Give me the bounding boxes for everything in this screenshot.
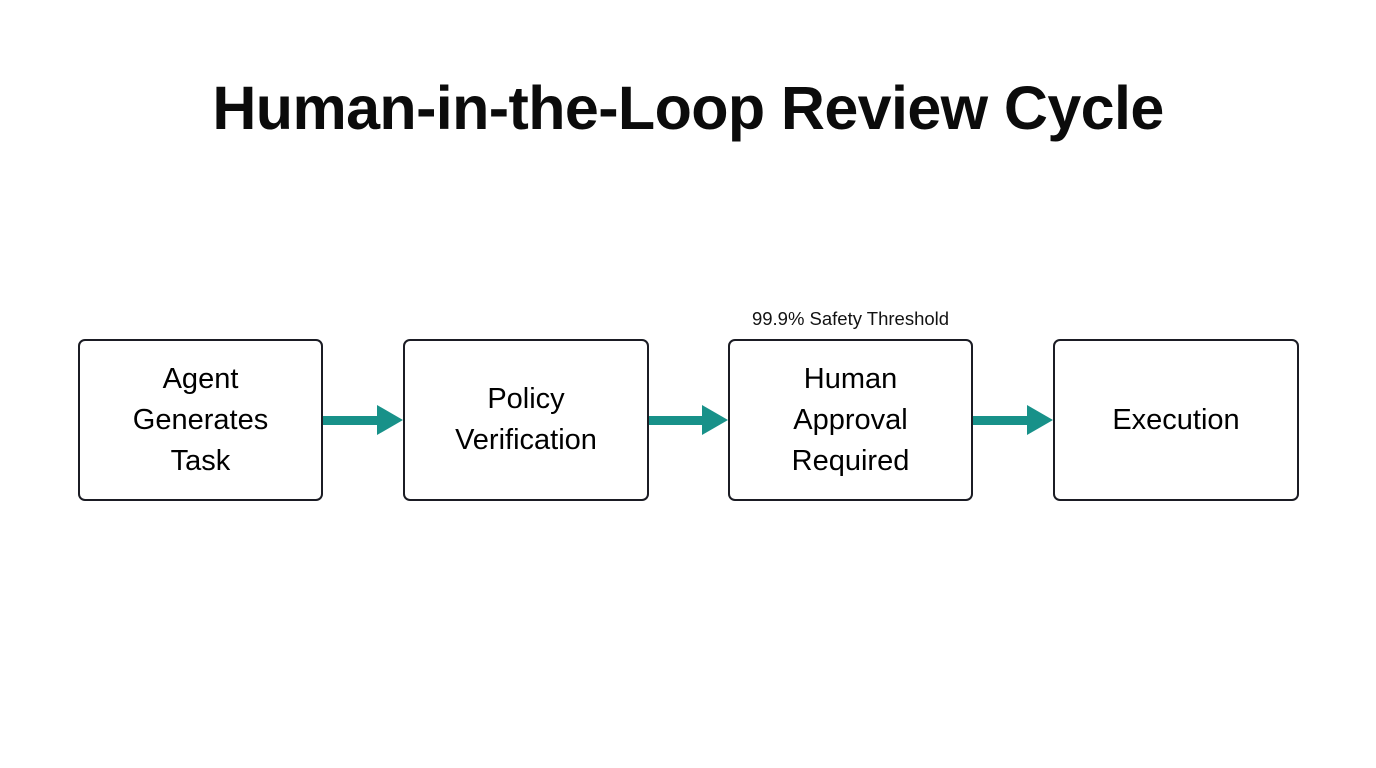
flow-node-execution[interactable]: Execution: [1053, 339, 1299, 501]
flow-node-label: Human Approval Required: [791, 362, 910, 477]
page-title: Human-in-the-Loop Review Cycle: [212, 74, 1164, 142]
flow-arrow-3: [973, 405, 1053, 435]
flow-node-label: Policy Verification: [455, 383, 597, 456]
flow-node-label: Agent Generates Task: [132, 362, 269, 477]
flow-arrow-1: [323, 405, 403, 435]
arrow-head-icon: [702, 405, 728, 435]
flow-node-policy-verification[interactable]: Policy Verification: [403, 339, 649, 501]
arrow-shaft: [973, 416, 1027, 425]
flow-node-human-approval-required[interactable]: Human Approval Required: [728, 339, 973, 501]
safety-threshold-annotation: 99.9% Safety Threshold: [751, 308, 950, 329]
flow-arrow-2: [649, 405, 728, 435]
arrow-head-icon: [1027, 405, 1053, 435]
flow-node-agent-generates-task[interactable]: Agent Generates Task: [78, 339, 323, 501]
arrow-head-icon: [377, 405, 403, 435]
arrow-shaft: [323, 416, 377, 425]
flow-node-label: Execution: [1112, 403, 1240, 436]
arrow-shaft: [649, 416, 702, 425]
